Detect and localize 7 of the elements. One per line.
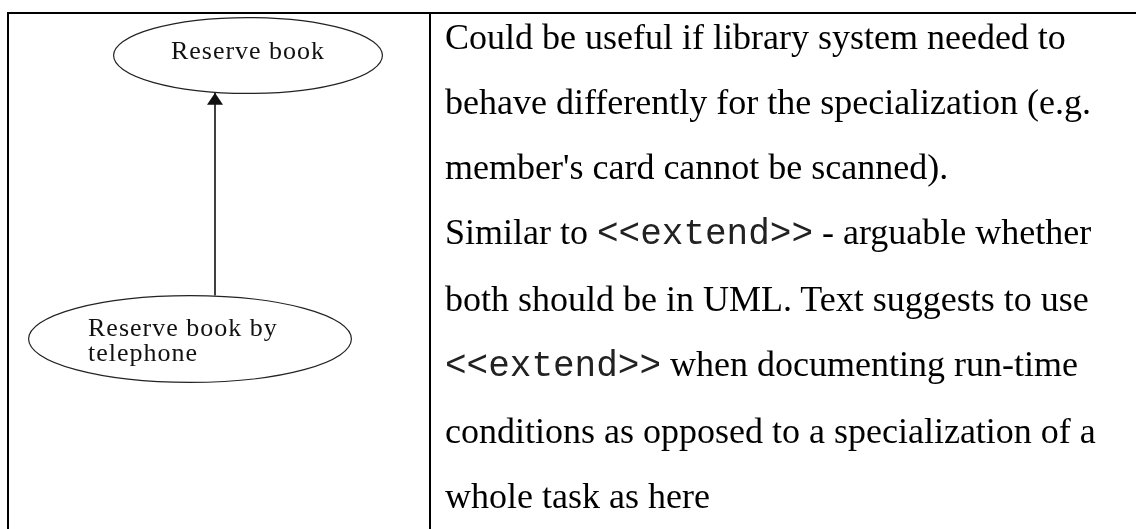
- use-case-label: Reserve book: [170, 38, 326, 63]
- note-text: Could be useful if library system needed to behave differently for the specialization (e.g. member's card cannot be scanned).: [445, 16, 1093, 189]
- use-case-ellipse: [28, 295, 352, 383]
- use-case-ellipse: [113, 17, 383, 94]
- use-case-label: Reserve book by telephone: [88, 315, 279, 365]
- arrow: [207, 92, 223, 297]
- note-text: Similar to <<extend>> - arguable whether both should be in UML. Text suggests to use <<extend>> when documenting run-time conditions as opposed to a specialization of a whole task as here: [445, 211, 1097, 518]
